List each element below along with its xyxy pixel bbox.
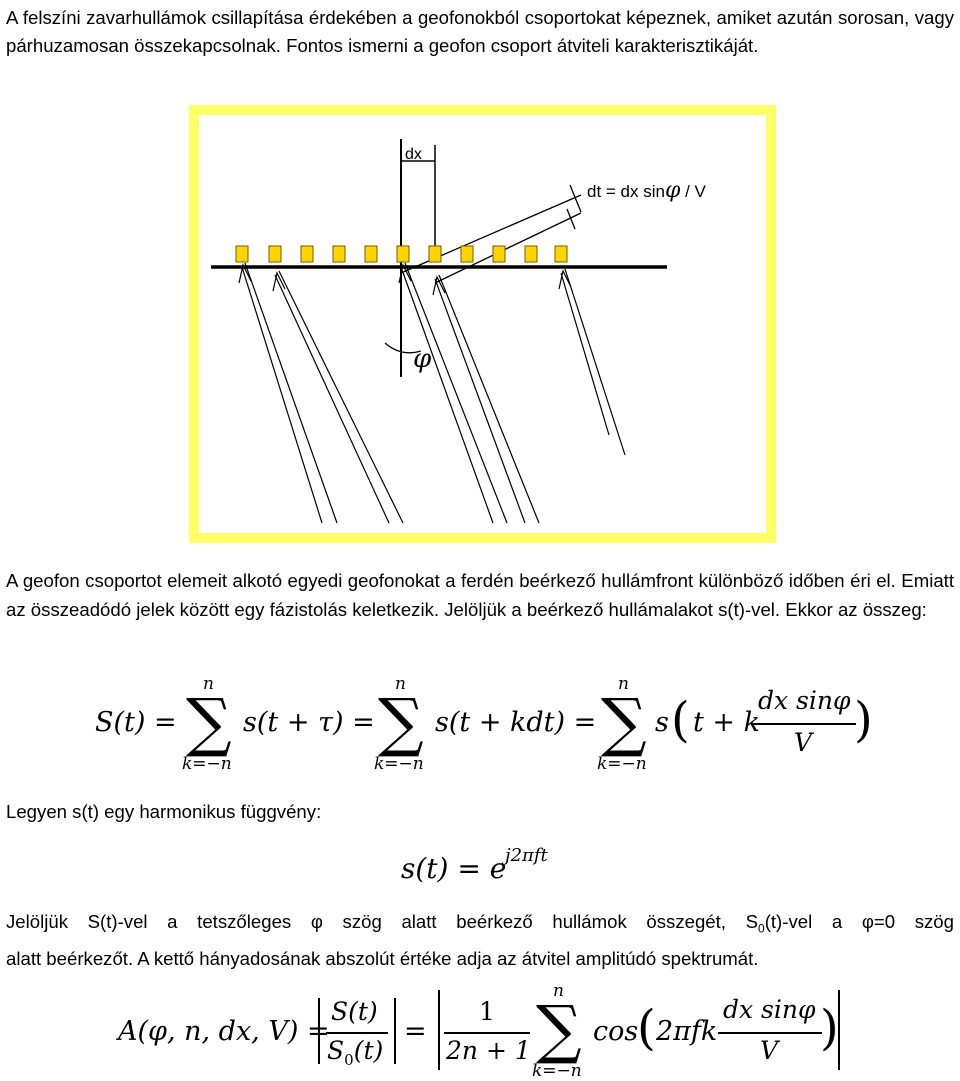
harmonic-paragraph: Legyen s(t) egy harmonikus függvény: [6,801,322,822]
angle-arc [384,342,422,354]
eq3-frac3-num: dx sinφ [723,995,816,1024]
arrowhead [272,271,286,292]
eq1-lhs: S(t) = [95,707,177,738]
incoming-rays [241,262,626,524]
eq1-term2: s(t + kdt) = [435,707,597,738]
eq1-sum1-lower: k=−n [182,754,232,774]
arrowhead [398,263,412,284]
eq2-lhs: s(t) = e [401,852,507,885]
geophone [460,245,474,263]
eq3-frac1-den: S0(t) [327,1036,384,1069]
geophone [428,245,442,263]
eq3-frac1-num: S(t) [331,997,378,1026]
eq3-frac3-den: V [760,1036,779,1065]
geophone [524,245,538,263]
ray [274,274,390,524]
eq1-paren-right: ) [854,692,873,748]
ray [244,262,338,524]
ray [438,274,540,524]
eq1-sigma3: ∑ [601,686,647,760]
eq3-frac3-bar [718,1032,822,1034]
eq1-sigma2: ∑ [378,686,424,760]
geophone [396,245,410,263]
geophone [235,245,249,263]
eq1-frac-bar [752,723,856,725]
wavefront-line-2 [434,212,582,284]
geophone [364,245,378,263]
geophone [554,245,568,263]
geophones [235,245,568,263]
ratio-paragraph-line1: Jelöljük S(t)-vel a tetszőleges φ szög a… [6,911,954,936]
eq1-term3-inner: t + k [693,707,760,738]
eq3-sum-lower: k=−n [532,1061,582,1081]
dx-label: dx [405,146,422,163]
ray [560,272,610,436]
ray [400,266,494,524]
ray [434,278,526,524]
ray [241,266,323,524]
eq3-abs2-left [438,990,440,1070]
eq3-lhs: A(φ, n, dx, V) = [118,1016,330,1047]
eq1-sum3-upper: n [618,674,629,694]
eq1-term3-prefix: s [655,707,669,738]
eq3-frac2-bar [444,1032,530,1034]
arrowhead [432,275,446,296]
eq3-abs1-left [318,998,320,1064]
ratio-paragraph: Jelöljük S(t)-vel a tetszőleges φ szög a… [6,907,954,973]
eq3-cos: cos [593,1016,639,1047]
intro-paragraph: A felszíni zavarhullámok csillapítása ér… [6,7,954,56]
dt-label: dt = dx sinφ / V [587,178,707,203]
eq1-sigma1: ∑ [186,686,232,760]
eq1-frac-num: dx sinφ [758,686,851,715]
eq3-abs1-right [394,998,396,1064]
figure-canvas [199,115,766,533]
eq3-sum-upper: n [553,981,564,1001]
arrowhead [558,269,572,290]
ratio-paragraph-line2: alatt beérkezőt. A kettő hányadosának ab… [6,947,759,969]
arrowhead [238,263,252,284]
eq3-paren-left: ( [637,1000,656,1056]
eq1-paren-left: ( [671,692,690,748]
eq3-frac2-den: 2n + 1 [446,1036,531,1065]
geophone [300,245,314,263]
eq3-paren-right: ) [820,1000,839,1056]
dt-tick-upper [569,184,582,213]
eq1-sum3-lower: k=−n [597,754,647,774]
eq3-sigma: ∑ [536,993,582,1067]
geophone [268,245,282,263]
eq2-exponent: j2πft [505,845,548,866]
phi-label: φ [413,344,432,374]
eq1-sum2-upper: n [395,674,406,694]
eq3-frac2-num: 1 [479,997,495,1026]
eq3-equals: = [404,1016,427,1047]
ray [564,268,626,456]
ray-arrowheads [238,263,572,296]
dt-tick-lower [566,208,576,230]
geophone [332,245,346,263]
geophone [492,245,506,263]
eq1-sum2-lower: k=−n [374,754,424,774]
eq3-frac1-bar [326,1032,388,1034]
ray [404,262,508,524]
ray [278,270,404,524]
eq3-abs2-right [838,990,840,1070]
description-paragraph: A geofon csoportot elemeit alkotó egyedi… [6,570,954,620]
eq3-cos-inner: 2πfk [656,1016,718,1047]
eq1-sum1-upper: n [203,674,214,694]
eq1-frac-den: V [794,728,813,757]
eq1-term1: s(t + τ) = [243,707,375,738]
geophone-array-figure: dx dt = dx sinφ / V [189,105,776,543]
